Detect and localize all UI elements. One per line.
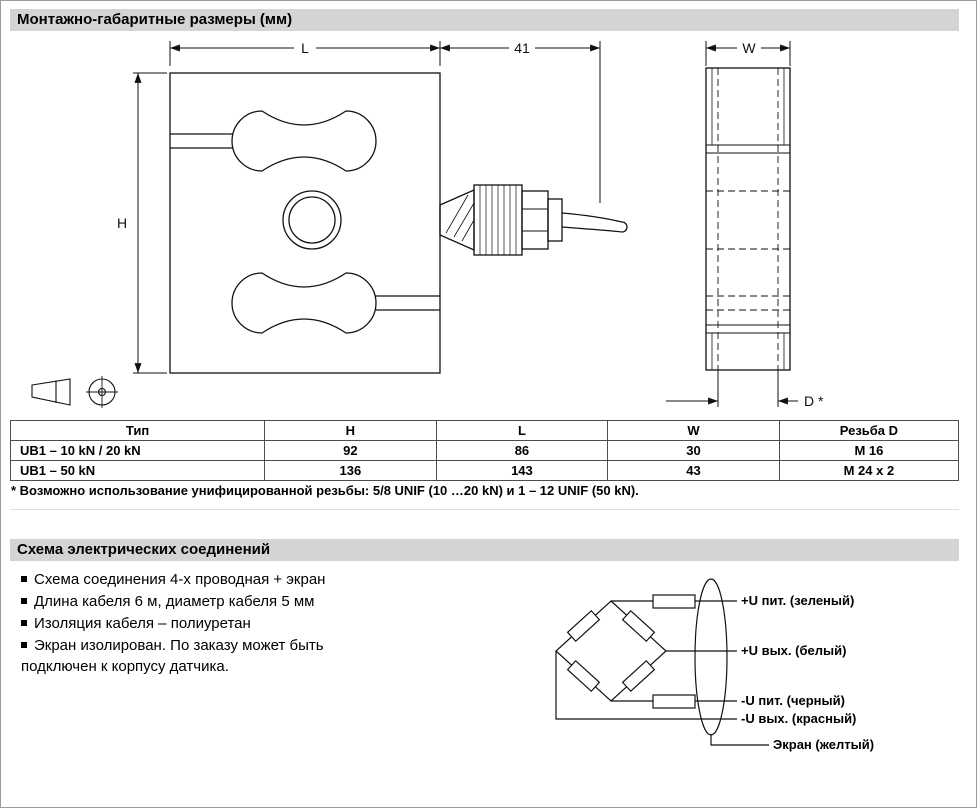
bullet-text: Длина кабеля 6 м, диаметр кабеля 5 мм: [34, 593, 315, 610]
label-signal-plus: +U вых. (белый): [741, 643, 846, 658]
dimension-lines: [133, 41, 798, 407]
cable-shield-ellipse: [694, 578, 728, 736]
dim-label-D: D *: [804, 393, 824, 409]
cell-h: 92: [264, 440, 437, 461]
cable-gland: [439, 184, 563, 256]
dim-label-H: H: [117, 215, 127, 231]
bullet-text: Экран изолирован. По заказу может быть п…: [21, 637, 324, 675]
bullet-icon: [21, 576, 27, 582]
list-item: Длина кабеля 6 м, диаметр кабеля 5 мм: [21, 591, 376, 612]
table-row: UB1 – 50 kN 136 143 43 M 24 x 2: [9, 460, 960, 481]
wire-labels: +U пит. (зеленый) +U вых. (белый) -U пит…: [741, 593, 874, 752]
thread-footnote: * Возможно использование унифицированной…: [11, 483, 639, 498]
bullet-icon: [21, 642, 27, 648]
list-item: Изоляция кабеля – полиуретан: [21, 613, 376, 634]
dimensions-table: Тип H L W Резьба D UB1 – 10 kN / 20 kN 9…: [9, 420, 960, 481]
wiring-section-header: Схема электрических соединений: [10, 539, 959, 561]
compensation-resistors: [652, 594, 696, 709]
cell-l: 86: [435, 440, 609, 461]
dim-label-41: 41: [514, 40, 530, 56]
table-row: UB1 – 10 kN / 20 kN 92 86 30 M 16: [9, 440, 960, 461]
lower-slot: [375, 295, 440, 311]
cable: [561, 212, 628, 233]
bullet-icon: [21, 620, 27, 626]
col-header-type: Тип: [9, 420, 266, 441]
loadcell-front-view: [169, 72, 628, 374]
bridge-diamond: [555, 600, 667, 702]
thread-hidden-lines: [717, 68, 779, 370]
center-thread-hole: [282, 190, 342, 250]
hole-hidden-lines: [706, 190, 790, 311]
cell-w: 30: [607, 440, 780, 461]
dim-label-L: L: [301, 40, 309, 56]
dimensions-section-header: Монтажно-габаритные размеры (мм): [10, 9, 959, 31]
list-item: Схема соединения 4-х проводная + экран: [21, 569, 376, 590]
cell-thread: M 16: [778, 440, 960, 461]
table-header-row: Тип H L W Резьба D: [9, 420, 960, 441]
wiring-section: Схема электрических соединений Схема сое…: [10, 539, 959, 801]
cell-w: 43: [607, 460, 780, 481]
taper-symbol: [31, 378, 71, 406]
strain-gauge-resistors: [566, 609, 656, 693]
cell-h: 136: [264, 460, 437, 481]
cell-type: UB1 – 10 kN / 20 kN: [9, 440, 266, 461]
cell-l: 143: [435, 460, 609, 481]
upper-relief-cut: [231, 110, 377, 172]
loadcell-side-view: [705, 67, 791, 371]
loadcell-body-outline: [169, 72, 441, 374]
dimensions-section: Монтажно-габаритные размеры (мм): [9, 9, 960, 510]
bullet-icon: [21, 598, 27, 604]
wiring-notes: Схема соединения 4-х проводная + экран Д…: [21, 569, 376, 678]
dimension-labels: L 41 H W D *: [117, 40, 824, 409]
label-excitation-plus: +U пит. (зеленый): [741, 593, 854, 608]
bullet-text: Схема соединения 4-х проводная + экран: [34, 571, 326, 588]
col-header-l: L: [435, 420, 609, 441]
col-header-w: W: [607, 420, 780, 441]
wiring-title: Схема электрических соединений: [17, 541, 271, 558]
upper-slot: [170, 133, 233, 149]
cell-thread: M 24 x 2: [778, 460, 960, 481]
cell-type: UB1 – 50 kN: [9, 460, 266, 481]
bridge-circuit-diagram: +U пит. (зеленый) +U вых. (белый) -U пит…: [555, 578, 874, 752]
dimension-drawing: L 41 H W D *: [31, 40, 824, 409]
label-signal-minus: -U вых. (красный): [741, 711, 856, 726]
label-excitation-minus: -U пит. (черный): [741, 693, 845, 708]
lower-relief-cut: [231, 272, 377, 334]
bullet-text: Изоляция кабеля – полиуретан: [34, 615, 251, 632]
col-header-thread: Резьба D: [778, 420, 960, 441]
label-shield: Экран (желтый): [773, 737, 874, 752]
col-header-h: H: [264, 420, 437, 441]
dimensions-title: Монтажно-габаритные размеры (мм): [17, 11, 293, 28]
dim-label-W: W: [742, 40, 756, 56]
position-symbol: [86, 376, 118, 408]
list-item: Экран изолирован. По заказу может быть п…: [21, 635, 376, 677]
